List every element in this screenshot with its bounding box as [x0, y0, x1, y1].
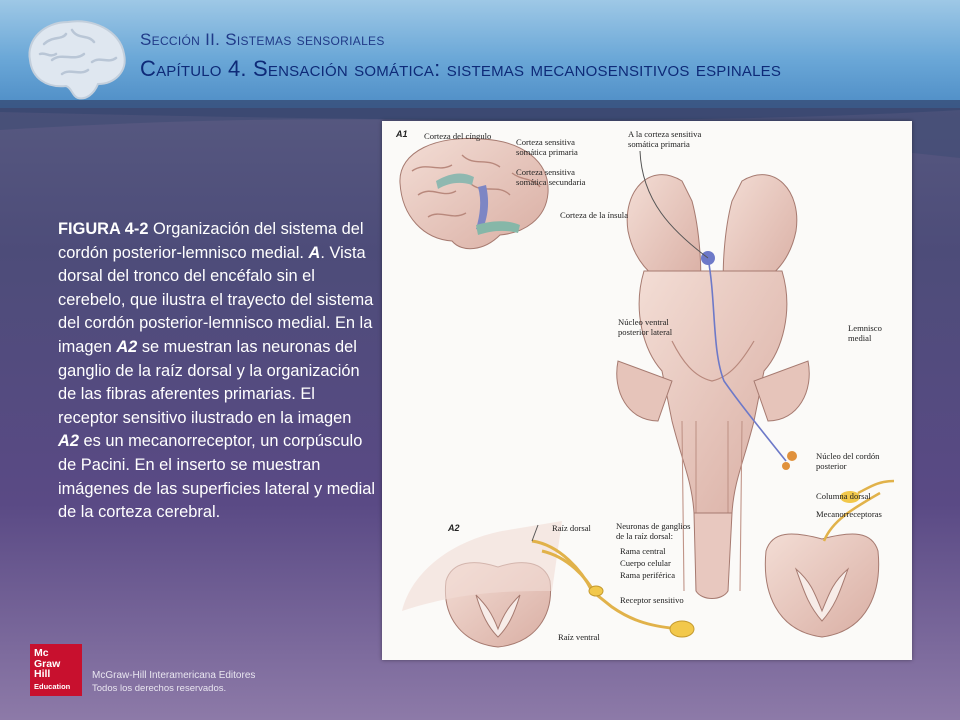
- header-swoosh: [0, 100, 960, 158]
- section-title: Sección II. Sistemas sensoriales: [140, 30, 385, 49]
- label-peripheral-branch: Rama periférica: [620, 570, 676, 580]
- publisher-name: McGraw-Hill Interamericana Editores: [92, 670, 256, 681]
- anatomy-illustration: [399, 137, 895, 648]
- caption-text-3: se muestran las neuronas del ganglio de …: [58, 337, 360, 427]
- label-insular-cortex: Corteza de la ínsula: [560, 210, 629, 220]
- label-dorsal-column-nucleus-text: Núcleo del cordón posterior: [816, 451, 880, 471]
- caption-ref-a: A: [308, 243, 321, 262]
- label-mechanoreceptors: Mecanorreceptoras: [816, 509, 882, 519]
- publisher-logo-line-1: Mc: [34, 647, 49, 659]
- label-central-branch: Rama central: [620, 546, 666, 556]
- label-primary-somatosensory-cortex: Corteza sensitiva somática primaria: [516, 137, 578, 157]
- publisher-logo: Mc Graw Hill Education: [30, 644, 82, 696]
- label-cingulate-cortex: Corteza del cíngulo: [424, 131, 492, 141]
- label-medial-lemniscus-text: Lemnisco medial: [848, 323, 882, 343]
- caption-ref-a2: A2: [116, 337, 138, 356]
- caption-text-1: Organización del sistema del cordón post…: [58, 220, 364, 262]
- dorsal-root-ganglion-drawing: [402, 521, 695, 648]
- figure-caption: FIGURA 4-2 Organización del sistema del …: [58, 218, 376, 525]
- header-bar: [0, 0, 960, 108]
- label-secondary-somatosensory-text: Corteza sensitiva somática secundaria: [516, 167, 586, 187]
- publisher-logo-line-2: Graw: [34, 657, 61, 670]
- label-to-primary-cortex-text: A la corteza sensitiva somática primaria: [628, 129, 702, 149]
- label-sensory-receptor: Receptor sensitivo: [620, 595, 684, 605]
- caption-text-2: . Vista dorsal del tronco del encéfalo s…: [58, 243, 374, 356]
- panel-label-a2: A2: [448, 523, 460, 533]
- publisher-logo-line-4: Education: [34, 681, 71, 691]
- label-vpl-nucleus-text: Núcleo ventral posterior lateral: [618, 317, 673, 337]
- label-medial-lemniscus: Lemnisco medial: [848, 323, 882, 343]
- label-vpl-nucleus: Núcleo ventral posterior lateral: [618, 317, 672, 337]
- brainstem-drawing: [616, 150, 810, 599]
- label-dorsal-column: Columna dorsal: [816, 491, 871, 501]
- caption-ref-a2-second: A2: [58, 432, 79, 451]
- label-drg-neurons-text: Neuronas de ganglios de la raíz dorsal:: [616, 521, 691, 541]
- label-primary-somatosensory-text: Corteza sensitiva somática primaria: [516, 137, 578, 157]
- label-dorsal-column-nucleus: Núcleo del cordón posterior: [816, 451, 879, 471]
- caption-text-4: es un mecanorreceptor, un corpúsculo de …: [58, 432, 376, 522]
- label-dorsal-root: Raíz dorsal: [552, 523, 591, 533]
- brain-icon: [28, 20, 126, 100]
- publisher-logo-line-3: Hill: [34, 668, 51, 680]
- label-drg-neurons: Neuronas de ganglios de la raíz dorsal:: [616, 521, 690, 541]
- panel-label-a1: A1: [396, 129, 408, 139]
- figure-number: FIGURA 4-2: [58, 220, 149, 238]
- label-cell-body: Cuerpo celular: [620, 558, 671, 568]
- lateral-brain-drawing: [399, 137, 549, 250]
- figure-image: A1 A2 Corteza del cíngulo Corteza sensit…: [382, 121, 912, 660]
- label-ventral-root: Raíz ventral: [558, 632, 600, 642]
- label-to-primary-cortex: A la corteza sensitiva somática primaria: [628, 129, 701, 149]
- label-secondary-somatosensory-cortex: Corteza sensitiva somática secundaria: [516, 167, 585, 187]
- chapter-title: Capítulo 4. Sensación somática: sistemas…: [140, 56, 782, 81]
- spinal-cord-section: [764, 479, 895, 638]
- copyright-notice: Todos los derechos reservados.: [92, 683, 227, 694]
